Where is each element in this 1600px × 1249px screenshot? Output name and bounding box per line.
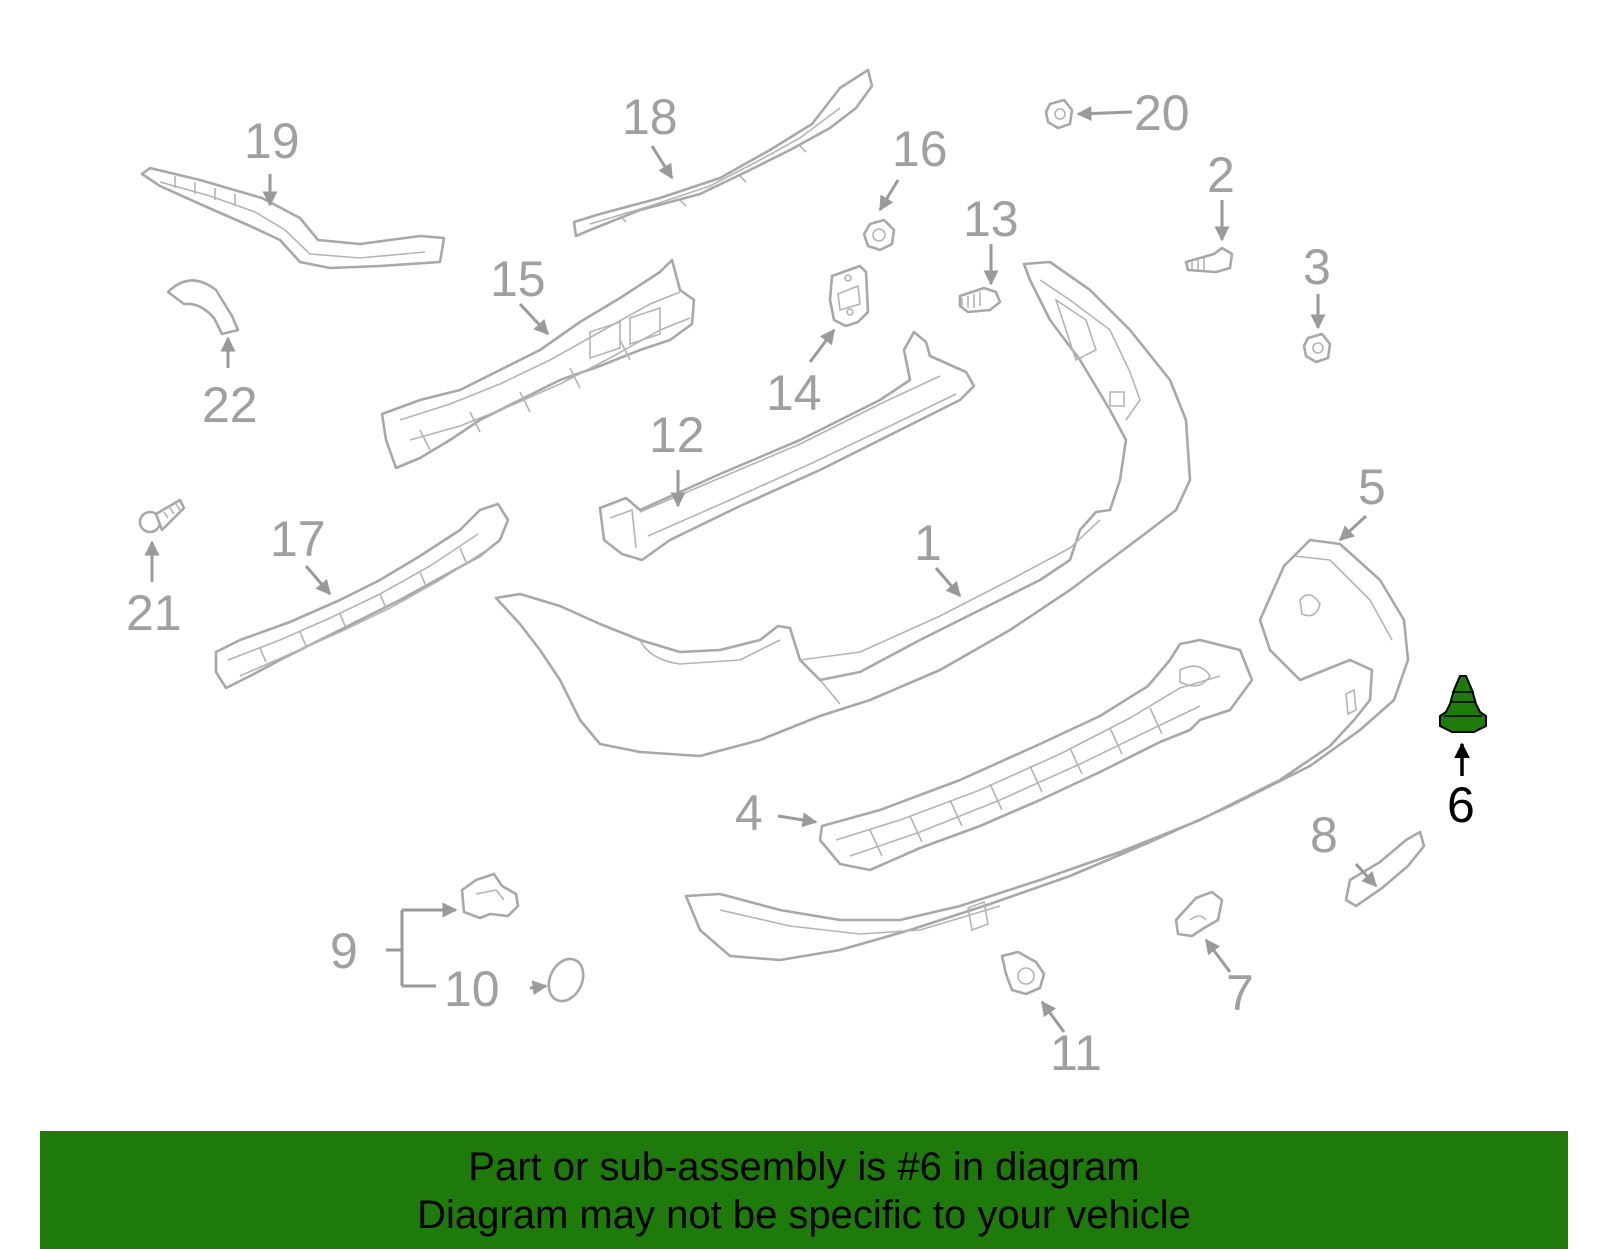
part-6-clip[interactable]: [1439, 675, 1487, 733]
banner-line-part: Part or sub-assembly is #6 in diagram: [468, 1145, 1140, 1189]
callout-3: 3: [1303, 239, 1331, 295]
part-19-bracket[interactable]: [140, 166, 446, 270]
part-9-sensor-bracket[interactable]: [460, 872, 520, 920]
banner-line-disclaimer: Diagram may not be specific to your vehi…: [417, 1193, 1191, 1237]
part-13-bolt[interactable]: [958, 286, 1002, 314]
part-1-bumper-cover[interactable]: [494, 260, 1192, 758]
info-banner: Part or sub-assembly is #6 in diagram Di…: [40, 1131, 1568, 1249]
callout-11: 11: [1050, 1025, 1102, 1081]
callout-15: 15: [490, 251, 546, 307]
part-10-ring[interactable]: [542, 953, 590, 1006]
callout-22: 22: [202, 377, 258, 433]
callout-14: 14: [766, 365, 822, 421]
callout-12: 12: [649, 407, 705, 463]
part-2-screw[interactable]: [1184, 246, 1234, 274]
leader-lines: [144, 106, 1470, 1033]
part-14-plate[interactable]: [828, 264, 870, 328]
part-15-absorber[interactable]: [380, 258, 696, 470]
part-8-reflector[interactable]: [1344, 830, 1426, 908]
callout-labels: 19 18 16 20 2 13 3 15 22 14 12 1 5 17 21…: [126, 85, 1475, 1081]
part-17-bracket[interactable]: [214, 502, 510, 690]
callout-5: 5: [1358, 459, 1386, 515]
callout-6: 6: [1447, 777, 1475, 833]
part-5-valance[interactable]: [684, 538, 1410, 962]
part-16-nut[interactable]: [862, 218, 896, 252]
callout-18: 18: [622, 89, 678, 145]
part-3-nut[interactable]: [1302, 332, 1332, 364]
part-12-beam[interactable]: [598, 330, 976, 562]
part-7-bracket[interactable]: [1174, 890, 1224, 938]
callout-9: 9: [330, 923, 358, 979]
callout-8: 8: [1310, 807, 1338, 863]
callout-16: 16: [892, 121, 948, 177]
part-11-sensor[interactable]: [1000, 950, 1046, 996]
part-21-screw[interactable]: [138, 498, 186, 534]
callout-19: 19: [244, 113, 300, 169]
callout-7: 7: [1226, 965, 1254, 1021]
callout-13: 13: [963, 191, 1019, 247]
callout-4: 4: [735, 785, 763, 841]
callout-21: 21: [126, 585, 182, 641]
part-22-trim[interactable]: [166, 279, 240, 336]
part-20-nut[interactable]: [1044, 98, 1074, 130]
callout-2: 2: [1207, 147, 1235, 203]
callout-10: 10: [444, 961, 500, 1017]
part-4-step-pad[interactable]: [818, 638, 1254, 872]
callout-17: 17: [270, 511, 326, 567]
part-18-strip[interactable]: [572, 68, 874, 238]
callout-1: 1: [914, 515, 942, 571]
callout-20: 20: [1134, 85, 1190, 141]
